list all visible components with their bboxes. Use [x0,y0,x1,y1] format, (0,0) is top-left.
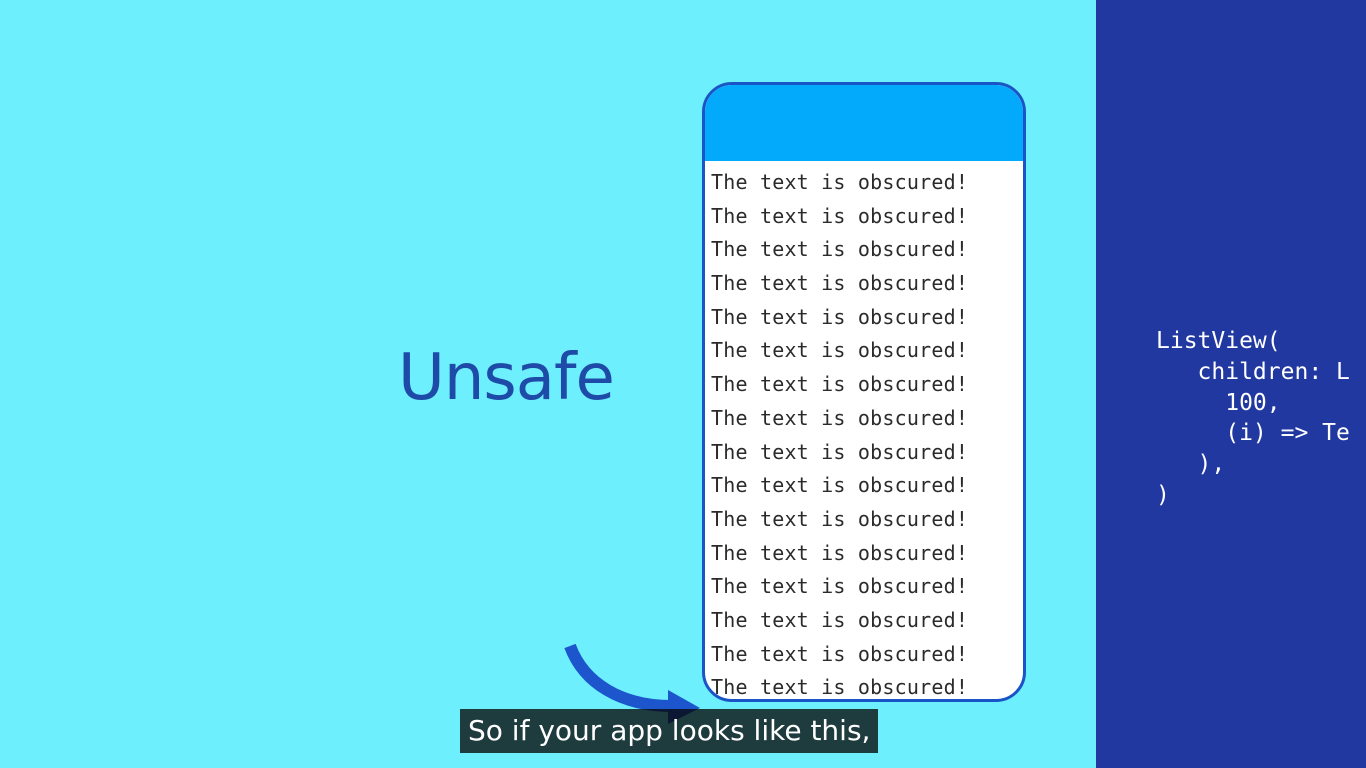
list-item: The text is obscured! [711,203,969,228]
list-item: The text is obscured! [711,304,969,329]
list-item: The text is obscured! [711,675,969,700]
app-bar [705,85,1023,161]
list-item: The text is obscured! [711,641,969,666]
list-item: The text is obscured! [711,271,969,296]
code-snippet: ListView( children: L 100, (i) => Te ),) [1156,326,1350,511]
code-panel: ListView( children: L 100, (i) => Te ),) [1096,0,1366,768]
list-item: The text is obscured! [711,607,969,632]
phone-mockup: The text is obscured! The text is obscure… [702,82,1026,702]
list-item: The text is obscured! [711,338,969,363]
code-line: ), [1156,451,1226,478]
list-item: The text is obscured! [711,372,969,397]
code-line: ListView( [1156,328,1281,354]
list-item: The text is obscured! [711,170,969,194]
code-line: ) [1156,481,1170,508]
list-item: The text is obscured! [711,540,969,565]
list-item: The text is obscured! [711,473,969,498]
slide-title: Unsafe [398,341,615,415]
code-line: children: L [1156,358,1350,385]
code-line: (i) => Te [1156,420,1350,447]
subtitle-caption: So if your app looks like this, [460,709,879,753]
code-line: 100, [1156,389,1281,416]
list-item: The text is obscured! [711,574,969,599]
list-item: The text is obscured! [711,506,969,531]
list-item: The text is obscured! [711,237,969,262]
list-item: The text is obscured! [711,439,969,464]
list-item: The text is obscured! [711,405,969,430]
text-list: The text is obscured! The text is obscure… [711,166,1023,700]
